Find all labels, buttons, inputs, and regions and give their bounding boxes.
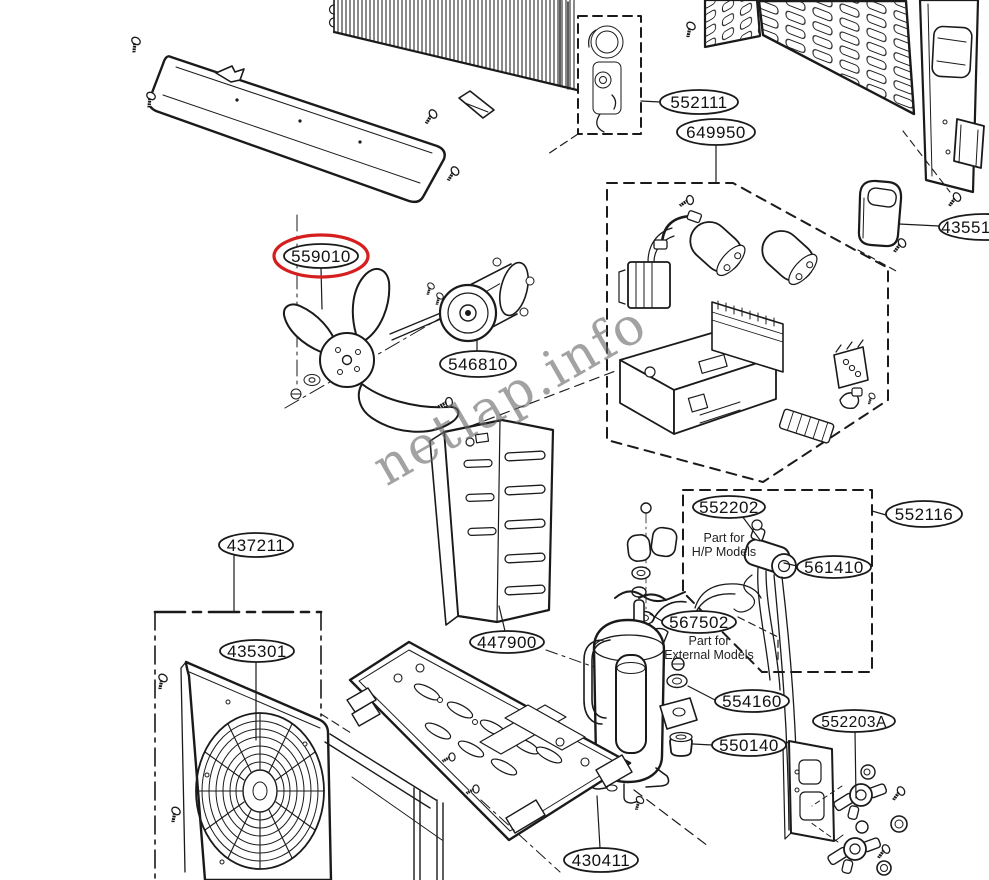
part-label-552116: 552116 xyxy=(871,500,963,528)
part-label-435301: 435301 xyxy=(219,639,295,741)
part-label-552111: 552111 xyxy=(640,89,739,115)
part-label-552203A: 552203A xyxy=(812,709,896,799)
assembly-dash-line xyxy=(480,799,561,873)
part-label-561410: 561410 xyxy=(783,555,872,579)
svg-text:447900: 447900 xyxy=(477,633,537,652)
screw-icon xyxy=(863,391,878,406)
part-label-552202: 552202 xyxy=(692,495,766,541)
part-label-546810: 546810 xyxy=(439,338,517,378)
top-cover-panel xyxy=(148,55,446,204)
screw-icon xyxy=(679,19,698,40)
front-panel xyxy=(180,660,437,880)
rear-grille-panel xyxy=(703,0,916,116)
svg-text:546810: 546810 xyxy=(448,355,508,374)
pipe-clamp xyxy=(653,210,703,250)
svg-text:559010: 559010 xyxy=(291,247,351,266)
service-valve xyxy=(833,764,888,821)
svg-text:437211: 437211 xyxy=(227,536,285,555)
handle-part xyxy=(857,179,903,248)
highlight-circle xyxy=(272,233,370,279)
svg-text:550140: 550140 xyxy=(719,736,779,755)
service-valve-assembly xyxy=(782,740,908,876)
part-labels-layer: 552111 649950 43551 559010 546810 552202 55211… xyxy=(218,89,989,873)
pcb-cover xyxy=(711,300,784,373)
terminal-block xyxy=(833,339,869,389)
condenser-coil xyxy=(328,0,579,92)
control-box xyxy=(619,329,777,435)
assembly-dash-line xyxy=(902,130,951,193)
coil-bracket xyxy=(458,90,495,119)
screw-icon xyxy=(943,190,964,209)
screw-icon xyxy=(887,784,908,803)
assembly-dash-line xyxy=(633,789,709,847)
capacitor xyxy=(761,230,818,286)
hp-models-group-box xyxy=(682,489,873,673)
part-label-447900: 447900 xyxy=(469,605,545,654)
part-label-559010: 559010 xyxy=(272,233,370,310)
fan-propeller xyxy=(282,267,460,433)
base-pan xyxy=(346,640,633,880)
svg-text:552111: 552111 xyxy=(670,93,727,112)
part-label-430411: 430411 xyxy=(563,795,639,873)
svg-text:554160: 554160 xyxy=(722,692,782,711)
part-label-567502: 567502 xyxy=(649,610,737,634)
screw-icon xyxy=(420,107,440,126)
mounting-nut-washer xyxy=(666,657,688,689)
connector-strip xyxy=(778,408,835,444)
part-label-437211: 437211 xyxy=(218,532,294,613)
relay-parts xyxy=(839,387,863,410)
svg-text:430411: 430411 xyxy=(572,851,630,870)
four-way-valve xyxy=(694,519,799,831)
svg-text:435301: 435301 xyxy=(227,642,287,661)
svg-text:43551: 43551 xyxy=(941,218,989,237)
fan-motor xyxy=(438,257,535,343)
svg-text:552202: 552202 xyxy=(699,498,759,517)
screw-icon xyxy=(442,164,462,183)
rubber-grommet xyxy=(669,731,693,757)
corner-bracket xyxy=(953,118,985,169)
bolt-icon xyxy=(421,281,437,297)
assembly-dash-line xyxy=(454,369,619,433)
part-label-550140: 550140 xyxy=(692,733,787,757)
screw-icon xyxy=(125,35,143,55)
compressor xyxy=(583,593,698,804)
screw-icon xyxy=(164,804,183,825)
electrical-box-assembly xyxy=(606,182,889,483)
sensor-assembly xyxy=(547,15,642,155)
svg-text:567502: 567502 xyxy=(669,613,729,632)
svg-text:561410: 561410 xyxy=(804,558,864,577)
service-valve xyxy=(827,820,882,875)
part-label-554160: 554160 xyxy=(687,685,790,713)
svg-text:552203A: 552203A xyxy=(821,714,887,731)
part-label-43551: 43551 xyxy=(898,213,989,241)
svg-text:552116: 552116 xyxy=(895,505,953,524)
part-label-649950: 649950 xyxy=(676,118,756,184)
motor-mount-bracket xyxy=(429,418,555,626)
assembly-dash-line xyxy=(320,713,352,734)
svg-text:649950: 649950 xyxy=(686,123,746,142)
screw-icon xyxy=(676,194,695,208)
capacitor xyxy=(689,221,746,277)
assembly-dash-line xyxy=(857,249,899,273)
